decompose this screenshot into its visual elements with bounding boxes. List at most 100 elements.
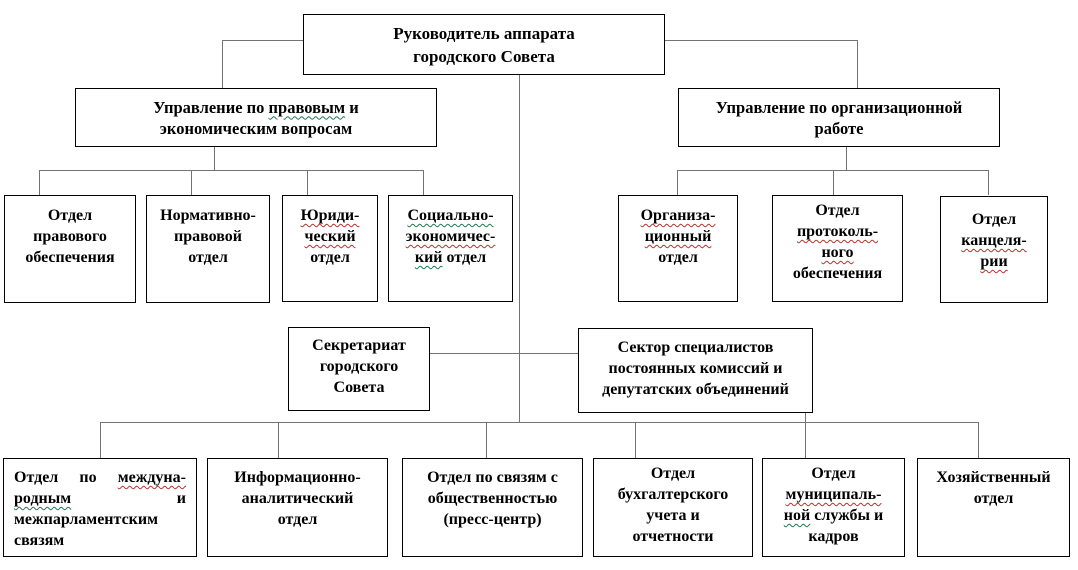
box-line: ной службы и bbox=[768, 505, 899, 526]
box-text: экономичес- bbox=[405, 228, 496, 245]
box-text: Отдел bbox=[650, 465, 696, 482]
box-text: отдел bbox=[442, 249, 487, 266]
box-text: муниципаль- bbox=[785, 486, 882, 503]
connector-bottom-drop-2 bbox=[278, 422, 279, 458]
box-line: Управление по правовым и bbox=[81, 97, 431, 118]
box-line: Секретариат bbox=[294, 335, 424, 356]
box-text: городского Совета bbox=[413, 46, 555, 66]
box-line: Нормативно- bbox=[152, 205, 264, 226]
box-text: кий bbox=[414, 249, 443, 266]
org-box-soc-econom: Социально- экономичес- кий отдел bbox=[388, 195, 513, 302]
box-text: работе bbox=[814, 118, 864, 138]
box-line: депутатских объединений bbox=[584, 379, 807, 400]
box-text: родным bbox=[14, 490, 72, 507]
box-line: городского Совета bbox=[309, 45, 659, 68]
box-text: межпарламентским bbox=[14, 511, 159, 528]
box-line: отдел bbox=[288, 247, 372, 268]
box-text: Отдел bbox=[47, 207, 93, 224]
box-line: Хозяйственный bbox=[923, 467, 1064, 488]
box-line: учета и bbox=[599, 505, 747, 526]
box-text: Отдел bbox=[14, 469, 59, 486]
box-text: рии bbox=[980, 253, 1008, 270]
box-line: обеспечения bbox=[778, 263, 897, 284]
org-box-municip: Отдел муниципаль- ной службы и кадров bbox=[762, 458, 905, 557]
box-line: Юриди- bbox=[288, 205, 372, 226]
box-text: Организа- bbox=[640, 207, 716, 224]
box-line: отдел bbox=[624, 247, 732, 268]
connector-bottom-drop-3 bbox=[486, 422, 487, 458]
org-box-upr-right: Управление по организационной работе bbox=[678, 88, 1000, 147]
connector-right-rail bbox=[677, 170, 988, 171]
box-line: Отдел bbox=[599, 463, 747, 484]
box-line: Информационно- bbox=[213, 467, 382, 488]
connector-left-upr-stub bbox=[214, 146, 215, 171]
box-text: связям bbox=[14, 532, 65, 549]
box-text: Информационно- bbox=[234, 469, 361, 486]
box-line: постоянных комиссий и bbox=[584, 358, 807, 379]
box-line: Отдел bbox=[946, 209, 1042, 230]
connector-left-rail bbox=[39, 170, 423, 171]
org-box-secretariat: Секретариат городского Совета bbox=[288, 327, 430, 411]
org-box-protokol: Отдел протоколь- ного обеспечения bbox=[772, 195, 903, 302]
box-text: обеспечения bbox=[25, 249, 115, 266]
box-text: ного bbox=[821, 244, 854, 261]
org-box-inform: Информационно- аналитический отдел bbox=[207, 458, 388, 557]
box-text: Управление по bbox=[153, 97, 269, 117]
box-text: протоколь- bbox=[796, 223, 879, 240]
connector-left-drop-4 bbox=[423, 170, 424, 195]
box-text: аналитический bbox=[241, 490, 354, 507]
box-line: Управление по организационной bbox=[684, 97, 994, 118]
box-line: межпарламентским bbox=[14, 509, 186, 530]
box-line: ного bbox=[778, 242, 897, 263]
box-text: Хозяйственный bbox=[936, 469, 1051, 486]
org-box-organiz: Организа- ционный отдел bbox=[618, 195, 738, 302]
box-text: междуна- bbox=[117, 469, 186, 486]
box-text: отдел bbox=[277, 511, 318, 528]
box-line: рии bbox=[946, 251, 1042, 272]
box-line: Сектор специалистов bbox=[584, 337, 807, 358]
org-box-normativno: Нормативно- правовой отдел bbox=[146, 195, 270, 303]
connector-bottom-rail bbox=[100, 422, 978, 423]
box-text: отдел bbox=[310, 249, 350, 266]
org-box-otdel-pravovogo: Отдел правового обеспечения bbox=[4, 195, 136, 303]
box-line: Отдел по связям с bbox=[408, 467, 577, 488]
box-text: Отдел bbox=[971, 211, 1017, 228]
box-text: ческий bbox=[304, 228, 356, 245]
connector-left-drop-2 bbox=[191, 170, 192, 195]
connector-head-to-left bbox=[222, 40, 303, 41]
connector-right-upr-stub bbox=[846, 146, 847, 171]
box-text: ционный bbox=[644, 228, 712, 245]
box-text: правовой bbox=[174, 228, 242, 245]
connector-right-drop-2 bbox=[833, 170, 834, 195]
connector-central-spine bbox=[519, 74, 520, 423]
box-line: правового bbox=[10, 226, 130, 247]
org-box-svyaz: Отдел по связям с общественностью (пресс… bbox=[402, 458, 583, 557]
box-text: службы и bbox=[810, 507, 884, 524]
connector-bottom-drop-1 bbox=[100, 422, 101, 458]
box-text: экономическим вопросам bbox=[159, 118, 353, 138]
box-line: кий отдел bbox=[394, 247, 507, 268]
box-text: отчетности bbox=[632, 528, 714, 545]
box-line: Отдел bbox=[768, 463, 899, 484]
box-line: Социально- bbox=[394, 205, 507, 226]
org-box-upr-left: Управление по правовым и экономическим в… bbox=[75, 88, 437, 147]
box-text: и bbox=[345, 97, 359, 117]
box-text: Управление по организационной bbox=[715, 97, 963, 117]
connector-bottom-drop-5 bbox=[805, 413, 806, 458]
connector-left-drop-3 bbox=[307, 170, 308, 195]
box-line: (пресс-центр) bbox=[408, 509, 577, 530]
box-line: Совета bbox=[294, 377, 424, 398]
box-text: постоянных комиссий и bbox=[608, 360, 783, 377]
connector-head-to-right-drop bbox=[857, 40, 858, 88]
box-text: Руководитель аппарата bbox=[393, 23, 575, 43]
org-box-kancel: Отдел канцеля- рии bbox=[940, 196, 1048, 303]
box-text: общественностью bbox=[427, 490, 558, 507]
box-line: кадров bbox=[768, 526, 899, 547]
box-line: общественностью bbox=[408, 488, 577, 509]
box-line: аналитический bbox=[213, 488, 382, 509]
connector-bottom-drop-6 bbox=[978, 422, 979, 458]
